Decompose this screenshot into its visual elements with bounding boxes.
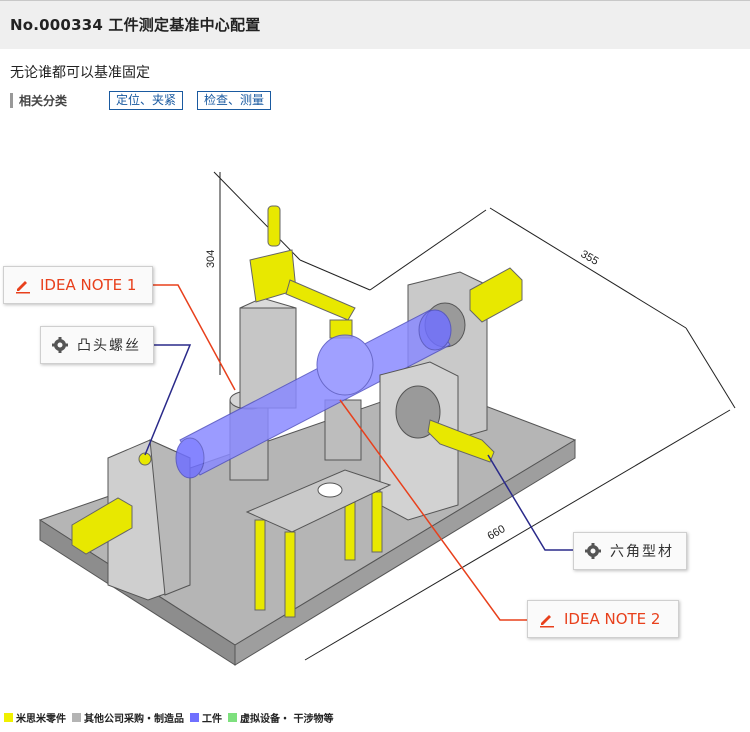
legend-swatch-green xyxy=(228,712,237,722)
front-hex-bar xyxy=(427,419,495,463)
gear-icon xyxy=(51,336,69,354)
callout-idea-note-2-label: IDEA NOTE 2 xyxy=(564,610,661,628)
legend-label: 虚拟设备・ 干涉物等 xyxy=(240,713,334,725)
legend-item: 其他公司采购・制造品 xyxy=(72,710,184,725)
gauge-plate xyxy=(245,469,392,618)
callout-idea-note-1[interactable]: IDEA NOTE 1 xyxy=(3,266,153,304)
convex-screw-part xyxy=(138,452,152,466)
callout-idea-note-1-label: IDEA NOTE 1 xyxy=(40,276,137,294)
dimension-height: 304 xyxy=(205,250,217,268)
page-subtitle: 无论谁都可以基准固定 xyxy=(10,65,150,81)
left-hex-bar xyxy=(71,497,133,555)
gear-icon xyxy=(584,542,602,560)
legend-item: 米思米零件 xyxy=(4,710,66,725)
pencil-icon xyxy=(14,276,32,294)
page-title: No.000334 工件测定基准中心配置 xyxy=(10,16,261,34)
workpiece xyxy=(175,309,452,479)
legend-swatch-yellow xyxy=(4,712,13,722)
legend-label: 工件 xyxy=(202,713,222,725)
legend-item: 工件 xyxy=(190,710,222,725)
callout-hex-bar[interactable]: 六角型材 xyxy=(573,532,687,570)
legend-item: 虚拟设备・ 干涉物等 xyxy=(228,710,333,725)
pencil-icon xyxy=(538,610,556,628)
callout-hex-bar-label: 六角型材 xyxy=(610,544,674,560)
fixture-drawing: 304 355 660 xyxy=(38,171,736,666)
color-legend: 米思米零件 其他公司采购・制造品 工件 虚拟设备・ 干涉物等 xyxy=(4,710,339,725)
fixture-illustration: 304 355 660 xyxy=(0,140,750,700)
legend-label: 米思米零件 xyxy=(16,713,66,725)
toggle-clamp xyxy=(249,205,356,339)
callout-leaders xyxy=(144,284,573,621)
dimension-lines xyxy=(213,171,736,661)
callout-convex-screw[interactable]: 凸头螺丝 xyxy=(40,326,154,364)
legend-swatch-gray xyxy=(72,712,81,722)
dimension-depth: 355 xyxy=(579,248,601,268)
category-label: 相关分类 xyxy=(19,94,68,108)
legend-label: 其他公司采购・制造品 xyxy=(84,713,184,725)
page-header: No.000334 工件测定基准中心配置 xyxy=(0,0,750,49)
rear-hex-bar xyxy=(469,267,523,323)
category-marker xyxy=(10,93,13,108)
dimension-length: 660 xyxy=(486,523,508,543)
legend-swatch-blue xyxy=(190,712,199,722)
tag-inspection-measurement[interactable]: 检查、测量 xyxy=(197,91,272,110)
tag-positioning-clamping[interactable]: 定位、夹紧 xyxy=(109,91,184,110)
callout-idea-note-2[interactable]: IDEA NOTE 2 xyxy=(527,600,679,638)
callout-convex-screw-label: 凸头螺丝 xyxy=(77,338,141,354)
